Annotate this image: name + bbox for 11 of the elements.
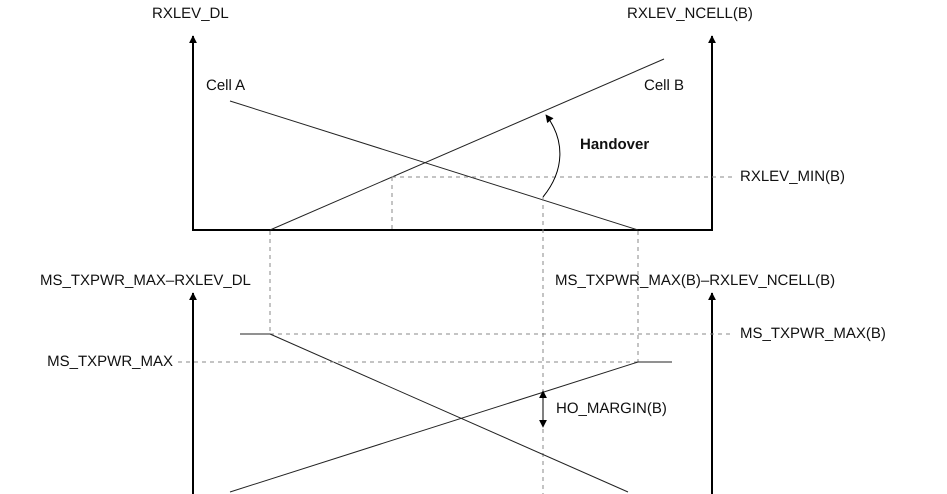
threshold-label: RXLEV_MIN(B) [740,168,846,186]
axis-label: RXLEV_DL [152,5,229,23]
dimension-label: HO_MARGIN(B) [556,400,667,418]
threshold-label: MS_TXPWR_MAX [47,353,173,371]
axis-label: MS_TXPWR_MAX(B)–RXLEV_NCELL(B) [555,272,836,290]
curve-label: Cell B [644,77,684,95]
axis-label: MS_TXPWR_MAX–RXLEV_DL [40,272,251,290]
threshold-label: MS_TXPWR_MAX(B) [740,325,886,343]
curve-label: Cell A [206,77,246,95]
axis-label: RXLEV_NCELL(B) [627,5,753,23]
annotation-label: Handover [580,136,650,154]
